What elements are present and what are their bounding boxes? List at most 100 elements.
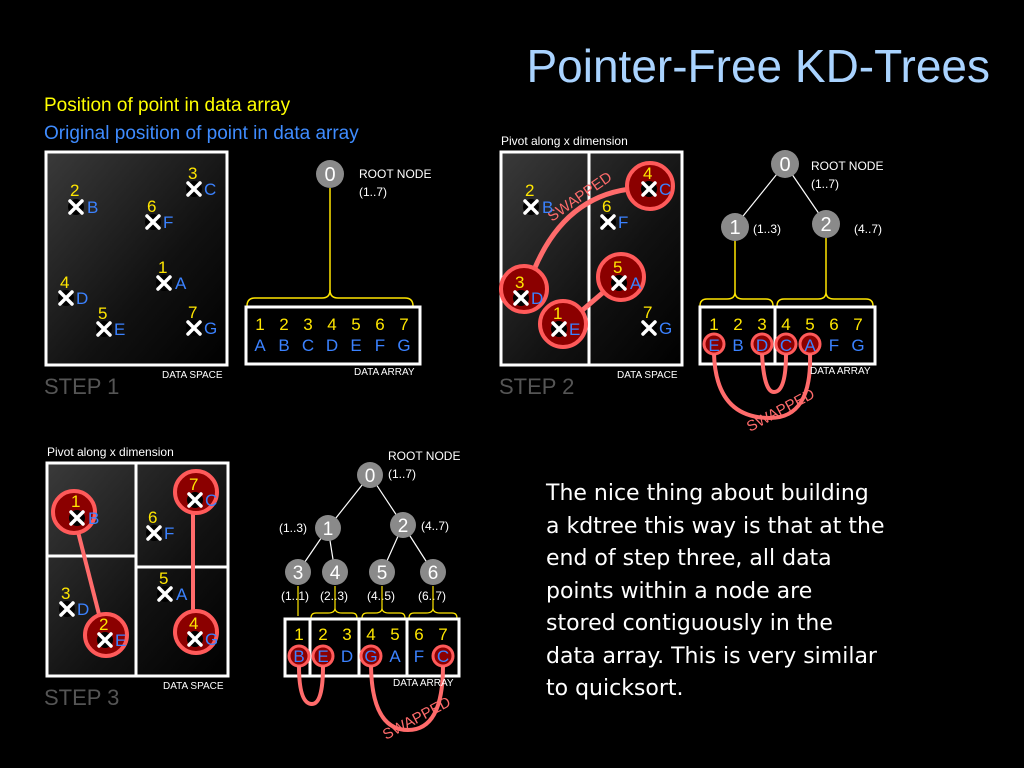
step1-root-range: (1..7) <box>359 185 387 199</box>
cross-marker-icon <box>521 197 541 217</box>
step2-point-C: 4C <box>639 164 671 199</box>
svg-text:C: C <box>659 180 671 199</box>
step3-node-6-label: 6 <box>428 563 439 584</box>
step3-array-position-1: 1 <box>294 625 303 644</box>
step2-array-position-5: 5 <box>805 315 814 334</box>
svg-text:A: A <box>175 274 187 293</box>
step2-bracket-left <box>699 241 774 307</box>
step2-point-E: 1E <box>549 304 580 339</box>
cross-marker-icon <box>598 212 618 232</box>
step2-node-1-label: 1 <box>729 217 740 239</box>
svg-text:4: 4 <box>60 273 69 292</box>
svg-text:7: 7 <box>189 475 198 494</box>
step3-range-2: (4..7) <box>421 519 449 533</box>
cross-marker-icon <box>639 179 659 199</box>
cross-marker-icon <box>609 273 629 293</box>
cross-marker-icon <box>185 490 205 510</box>
legend-yellow: Position of point in data array <box>44 95 291 116</box>
step3-array-letter-5: A <box>389 647 401 666</box>
step3-array-position-4: 4 <box>366 625 375 644</box>
step3-node-3-label: 3 <box>293 563 304 584</box>
step2-data-array-label: DATA ARRAY <box>810 366 871 377</box>
step3-array-letter-6: F <box>414 647 424 666</box>
svg-text:3: 3 <box>188 164 197 183</box>
step3-array-letter-7: C <box>437 647 449 666</box>
step3-node-6 <box>420 559 446 585</box>
step1-data-array-label: DATA ARRAY <box>354 367 415 378</box>
step1-point-C: 3C <box>184 164 216 199</box>
svg-text:F: F <box>164 524 174 543</box>
step3-array-position-5: 5 <box>390 625 399 644</box>
step2-point-B: 2B <box>521 181 553 217</box>
step3-range-3: (1..1) <box>281 589 309 603</box>
step2-range-1: (1..3) <box>753 222 781 236</box>
cross-marker-icon <box>94 319 114 339</box>
svg-text:B: B <box>88 509 99 528</box>
step1-array-position-7: 7 <box>399 315 408 334</box>
svg-text:D: D <box>531 289 543 308</box>
step2-array-position-4: 4 <box>781 315 790 334</box>
step1-array-letter-5: E <box>350 336 361 355</box>
slide-title: Pointer-Free KD-Trees <box>526 40 990 92</box>
step3-brackets <box>297 586 458 619</box>
cross-marker-icon <box>184 318 204 338</box>
cross-marker-icon <box>143 212 163 232</box>
cross-marker-icon <box>56 288 76 308</box>
step2-node-1 <box>721 213 749 241</box>
step1-array-letter-3: C <box>302 336 314 355</box>
step2-pivot-label: Pivot along x dimension <box>501 134 628 148</box>
step1-array-letter-2: B <box>278 336 289 355</box>
cross-marker-icon <box>185 629 205 649</box>
cross-marker-icon <box>639 318 659 338</box>
svg-text:G: G <box>659 319 672 338</box>
step2-array-letter-4: C <box>780 336 792 355</box>
cross-marker-icon <box>95 630 115 650</box>
step2-array-letter-2: B <box>732 336 743 355</box>
step1-array-letter-7: G <box>397 336 410 355</box>
step1-point-A: 1A <box>154 258 187 293</box>
step3-point-F: 6F <box>144 508 174 543</box>
step2-array-position-7: 7 <box>853 315 862 334</box>
step2-array-position-1: 1 <box>709 315 718 334</box>
step3-array-position-2: 2 <box>318 625 327 644</box>
step1-bracket <box>246 188 331 307</box>
step2-array-letter-3: D <box>756 336 768 355</box>
step2-point-G: 7G <box>639 303 672 338</box>
svg-text:3: 3 <box>515 273 524 292</box>
step2-swap-arc-1 <box>525 185 645 287</box>
explanation-paragraph: The nice thing about building a kdtree t… <box>546 481 885 701</box>
step2-array-letter-1: E <box>708 336 719 355</box>
legend-blue: Original position of point in data array <box>44 123 359 144</box>
step1-point-E: 5E <box>94 304 125 339</box>
cross-marker-icon <box>511 288 531 308</box>
svg-text:E: E <box>115 631 126 650</box>
step2-data-space-label: DATA SPACE <box>617 370 678 381</box>
step1-root-node <box>316 160 344 188</box>
step3-array-letter-1: B <box>293 647 304 666</box>
step3-node-2-label: 2 <box>398 516 409 537</box>
step3-point-C: 7C <box>185 475 217 510</box>
step3-node-4 <box>322 559 348 585</box>
step1-array-position-2: 2 <box>279 315 288 334</box>
step2-root-range: (1..7) <box>811 177 839 191</box>
step3-array-letter-4: G <box>364 647 377 666</box>
cross-marker-icon <box>67 508 87 528</box>
svg-text:3: 3 <box>61 584 70 603</box>
step2-array-position-6: 6 <box>829 315 838 334</box>
cross-marker-icon <box>144 523 164 543</box>
step3-range-4: (2..3) <box>320 589 348 603</box>
step1-point-G: 7G <box>184 303 217 338</box>
svg-text:F: F <box>163 213 173 232</box>
svg-text:6: 6 <box>602 197 611 216</box>
step3-point-G: 4G <box>185 614 218 649</box>
step3-point-A: 5A <box>155 569 188 604</box>
cross-marker-icon <box>66 197 86 217</box>
step3-point-E: 2E <box>95 615 126 650</box>
step3-range-6: (6..7) <box>418 589 446 603</box>
step3-node-3 <box>285 559 311 585</box>
step1-point-B: 2B <box>66 181 98 217</box>
step2-highlight-D <box>499 264 549 314</box>
